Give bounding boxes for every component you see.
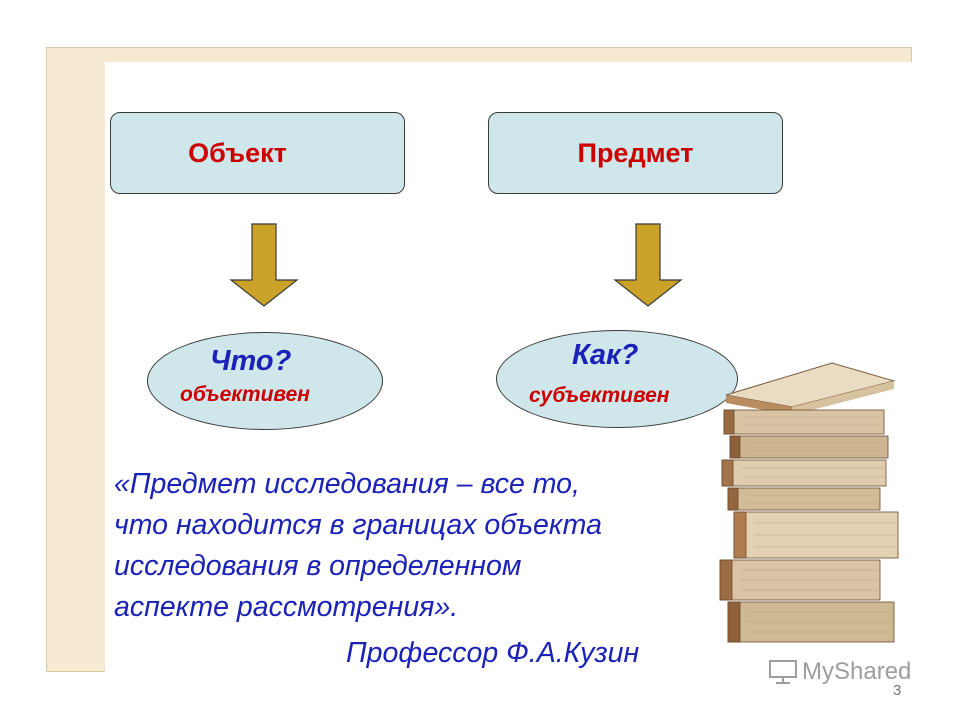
quote-text: «Предмет исследования – все то, что нахо… (114, 464, 734, 628)
watermark: MyShared (768, 658, 911, 686)
how-ellipse (496, 330, 738, 428)
quote-line: аспекте рассмотрения». (114, 591, 459, 623)
subject-box: Предмет (488, 112, 783, 194)
watermark-text: MyShared (802, 658, 912, 685)
presentation-icon (769, 660, 797, 684)
quote-line: исследования в определенном (114, 550, 522, 582)
subject-label: Предмет (577, 137, 694, 168)
what-ellipse (147, 332, 383, 430)
quote-line: «Предмет исследования – все то, (114, 468, 580, 500)
what-question: Что? (210, 345, 292, 377)
quote-line: что находится в границах объекта (114, 509, 602, 541)
quote-author: Профессор Ф.А.Кузин (346, 637, 640, 669)
objective-label: объективен (180, 383, 310, 406)
page-number: 3 (893, 682, 902, 699)
how-question: Как? (572, 339, 639, 371)
object-box: Объект (110, 112, 405, 194)
down-arrow-icon (613, 223, 683, 307)
object-label: Объект (188, 137, 287, 168)
subjective-label: субъективен (529, 384, 670, 407)
book-stack-image (719, 362, 899, 643)
down-arrow-icon (229, 223, 299, 307)
